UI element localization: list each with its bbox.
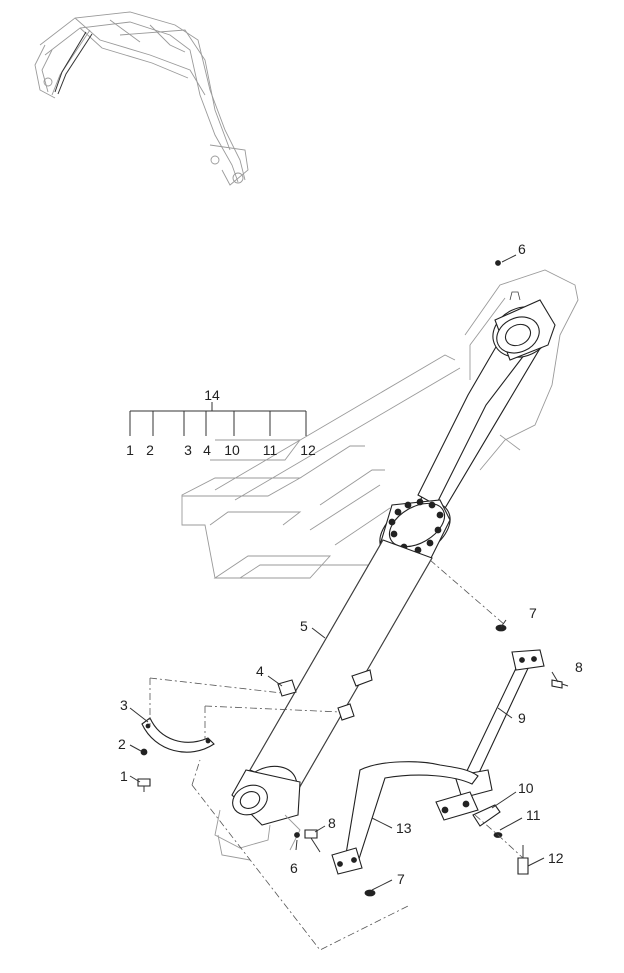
callout-6: 6 <box>518 241 526 257</box>
callout-8: 8 <box>575 659 583 675</box>
callout-labels: 6 5 4 3 2 1 7 8 9 10 11 12 13 8 6 7 <box>118 241 583 887</box>
callout-9: 9 <box>518 710 526 726</box>
excavator-boom-inset <box>34 11 249 186</box>
boom-ghost-outline <box>181 269 579 579</box>
callout-6: 6 <box>290 860 298 876</box>
hydraulic-cylinder <box>214 299 556 861</box>
hose-clamp-parts <box>137 669 373 792</box>
callout-7: 7 <box>397 871 405 887</box>
kit-item-label: 12 <box>300 442 316 458</box>
kit-item-label: 11 <box>263 442 278 458</box>
grease-nipple-top <box>495 254 521 301</box>
callout-11: 11 <box>526 807 541 823</box>
kit-item-label: 10 <box>224 442 240 458</box>
kit-item-label: 4 <box>203 442 211 458</box>
kit-item-label: 2 <box>146 442 154 458</box>
hydraulic-tube-9 <box>454 649 569 799</box>
callout-5: 5 <box>300 618 308 634</box>
callout-2: 2 <box>118 736 126 752</box>
assembly-guide-lines-right <box>429 559 524 859</box>
kit-14-label: 14 <box>204 387 220 403</box>
callout-leaders <box>129 619 559 891</box>
callout-4: 4 <box>256 663 264 679</box>
callout-1: 1 <box>120 768 128 784</box>
kit-14-bracket: 14 1 2 3 4 10 11 12 <box>126 387 316 458</box>
callout-8: 8 <box>328 815 336 831</box>
callout-10: 10 <box>518 780 534 796</box>
kit-item-label: 3 <box>184 442 192 458</box>
kit-item-label: 1 <box>126 442 134 458</box>
callout-12: 12 <box>548 850 564 866</box>
callout-7: 7 <box>529 605 537 621</box>
hydraulic-tube-13 <box>331 761 479 875</box>
flange-parts-right <box>294 624 529 897</box>
callout-3: 3 <box>120 697 128 713</box>
callout-13: 13 <box>396 820 412 836</box>
assembly-guide-lines-left <box>149 677 411 951</box>
